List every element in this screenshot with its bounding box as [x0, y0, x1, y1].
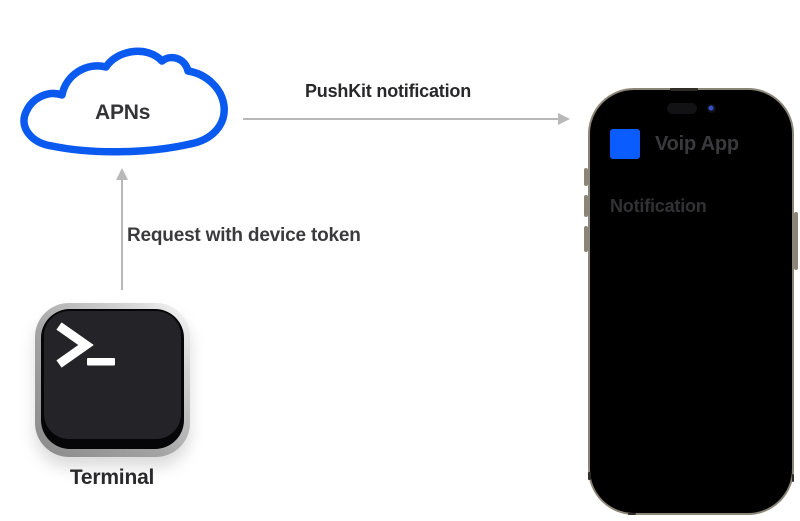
voip-app-icon [610, 129, 640, 159]
terminal-icon-bezel [41, 309, 184, 449]
volume-down-button [584, 226, 588, 252]
notification-label: Notification [610, 196, 707, 216]
antenna-band-right [791, 474, 794, 482]
pushkit-arrow-line [243, 118, 560, 120]
front-camera-icon [707, 104, 716, 113]
pushkit-arrow-label: PushKit notification [305, 81, 471, 101]
apns-cloud-icon [20, 47, 228, 156]
antenna-band-top [670, 88, 698, 91]
dynamic-island [667, 103, 697, 114]
request-arrow-line [121, 179, 123, 290]
terminal-icon-screen [44, 311, 181, 439]
mute-switch [584, 168, 588, 186]
request-arrowhead-icon [116, 168, 128, 180]
voip-app-row: Voip App [610, 129, 739, 159]
pushkit-arrowhead-icon [558, 113, 570, 125]
terminal-icon [35, 303, 190, 457]
terminal-label: Terminal [69, 466, 155, 489]
antenna-band-left [588, 472, 591, 480]
terminal-prompt-icon [56, 322, 115, 368]
iphone-frame: Voip App Notification [584, 88, 798, 515]
volume-up-button [584, 195, 588, 217]
apns-label: APNs [95, 101, 151, 124]
antenna-band-bottom [628, 512, 636, 515]
power-button [794, 212, 798, 270]
request-arrow-label: Request with device token [127, 225, 361, 246]
voip-app-label: Voip App [655, 132, 739, 155]
